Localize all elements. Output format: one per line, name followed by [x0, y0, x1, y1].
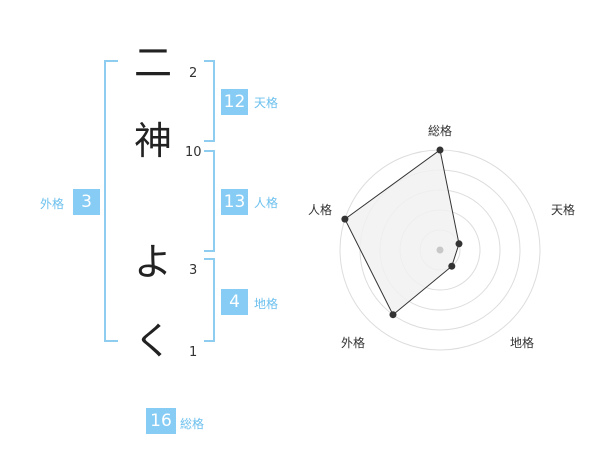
chikaku-value: 4	[221, 289, 248, 315]
radar-ring	[359, 169, 521, 331]
jinkaku-bracket	[204, 150, 215, 252]
stroke-count-2: 10	[185, 145, 202, 160]
radar-point-4	[341, 215, 349, 223]
radar-ring	[379, 189, 501, 311]
axis-label-soukaku: 総格	[428, 124, 453, 138]
soukaku-value: 16	[146, 408, 176, 434]
axis-label-jinkaku: 人格	[308, 203, 333, 217]
axis-label-tenkaku: 天格	[551, 203, 576, 217]
gaikaku-label: 外格	[40, 197, 65, 211]
stroke-count-3: 3	[189, 263, 198, 278]
gaikaku-value: 3	[73, 189, 100, 215]
radar-point-2	[448, 262, 456, 270]
name-char-4: く	[133, 319, 172, 363]
axis-label-gaikaku: 外格	[341, 336, 366, 350]
chikaku-label: 地格	[254, 297, 279, 311]
radar-series-polygon	[344, 149, 460, 316]
name-char-3: よ	[133, 240, 172, 284]
jinkaku-label: 人格	[254, 196, 279, 210]
stroke-count-4: 1	[189, 345, 198, 360]
radar-ring	[339, 149, 541, 351]
gaikaku-bracket	[104, 60, 118, 342]
chikaku-bracket	[204, 258, 215, 342]
tenkaku-label: 天格	[254, 96, 279, 110]
tenkaku-value: 12	[221, 89, 248, 115]
jinkaku-value: 13	[221, 189, 248, 215]
radar-point-3	[389, 311, 397, 319]
radar-point-1	[455, 240, 463, 248]
name-char-1: 二	[133, 41, 172, 85]
radar-ring	[399, 209, 481, 291]
stroke-count-1: 2	[189, 66, 198, 81]
name-char-2: 神	[133, 119, 172, 163]
soukaku-label: 総格	[180, 417, 205, 431]
axis-label-chikaku: 地格	[510, 336, 535, 350]
tenkaku-bracket	[204, 60, 215, 142]
radar-center-dot	[436, 246, 444, 254]
radar-point-0	[436, 146, 444, 154]
radar-ring	[419, 229, 461, 271]
